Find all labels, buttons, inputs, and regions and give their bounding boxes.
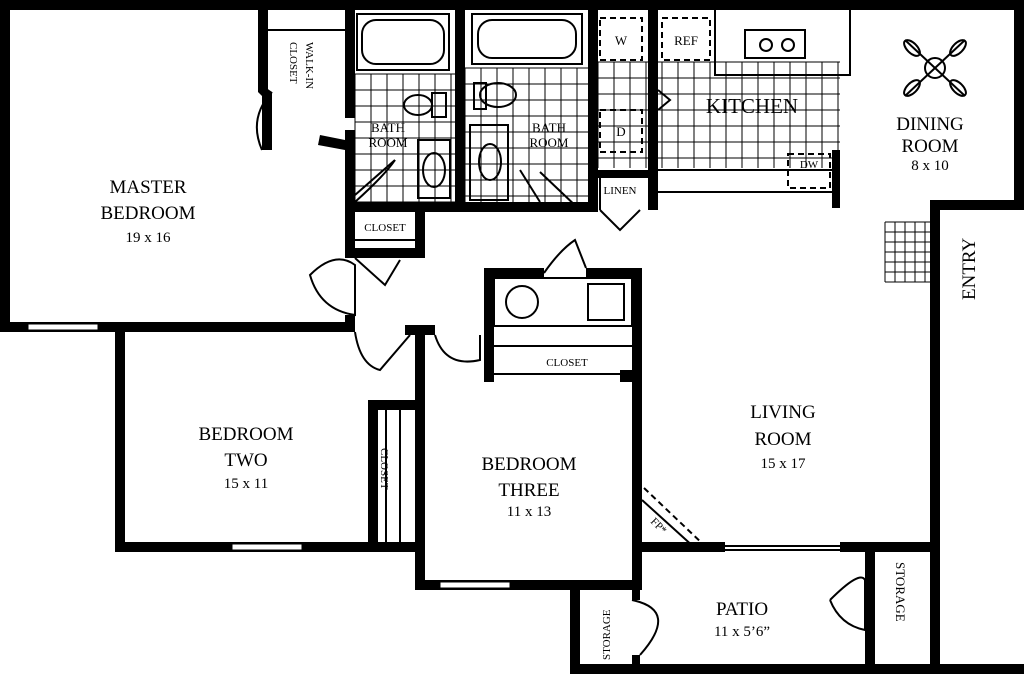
living-room-name-1: LIVING [750,402,816,423]
entry-label: ENTRY [959,237,980,300]
dining-room-dims: 8 x 10 [911,158,949,174]
bedroom-three-name-1: BEDROOM [481,454,576,475]
bath-one-label-1: BATH [371,120,405,135]
bedroom-three-name-2: THREE [498,480,559,501]
storage-right-label: STORAGE [893,562,908,622]
windows [27,323,840,589]
bath-two-label-2: ROOM [529,135,568,150]
kitchen-floor-tiles [597,61,840,168]
master-bedroom-dims: 19 x 16 [126,230,172,246]
bath-one-label-2: ROOM [368,135,407,150]
linen-label: LINEN [604,185,637,197]
living-room-name-2: ROOM [754,429,811,450]
bath-two-label-1: BATH [532,120,566,135]
patio-label: PATIO [716,599,768,620]
patio-dims: 11 x 5’6” [714,624,770,640]
master-closet-label: CLOSET [364,222,406,234]
doors [255,89,866,656]
bedroom-two-name-2: TWO [224,450,267,471]
dining-room-name-2: ROOM [901,136,958,157]
kitchen-label: KITCHEN [706,94,798,118]
fixtures [268,10,967,549]
master-bedroom-name-1: MASTER [109,177,186,198]
living-room-dims: 15 x 17 [761,456,807,472]
refrigerator-label: REF [674,33,698,48]
bedroom-three-closet-label: CLOSET [546,357,588,369]
bedroom-two-dims: 15 x 11 [224,476,268,492]
fireplace-label: FP* [648,516,669,537]
bedroom-two-closet-label: CLOSET [378,448,390,490]
storage-left-label: STORAGE [601,609,613,660]
dryer-label: D [616,124,625,139]
washer-label: W [615,33,628,48]
bedroom-three-dims: 11 x 13 [507,504,551,520]
master-bedroom-name-2: BEDROOM [100,203,195,224]
walk-in-closet-label-1: WALK-IN [303,42,315,89]
room-labels: MASTER BEDROOM 19 x 16 WALK-IN CLOSET BA… [100,33,980,660]
walk-in-closet-label-2: CLOSET [287,42,299,84]
dishwasher-label: DW [800,159,819,171]
dining-room-name-1: DINING [896,114,964,135]
bedroom-two-name-1: BEDROOM [198,424,293,445]
